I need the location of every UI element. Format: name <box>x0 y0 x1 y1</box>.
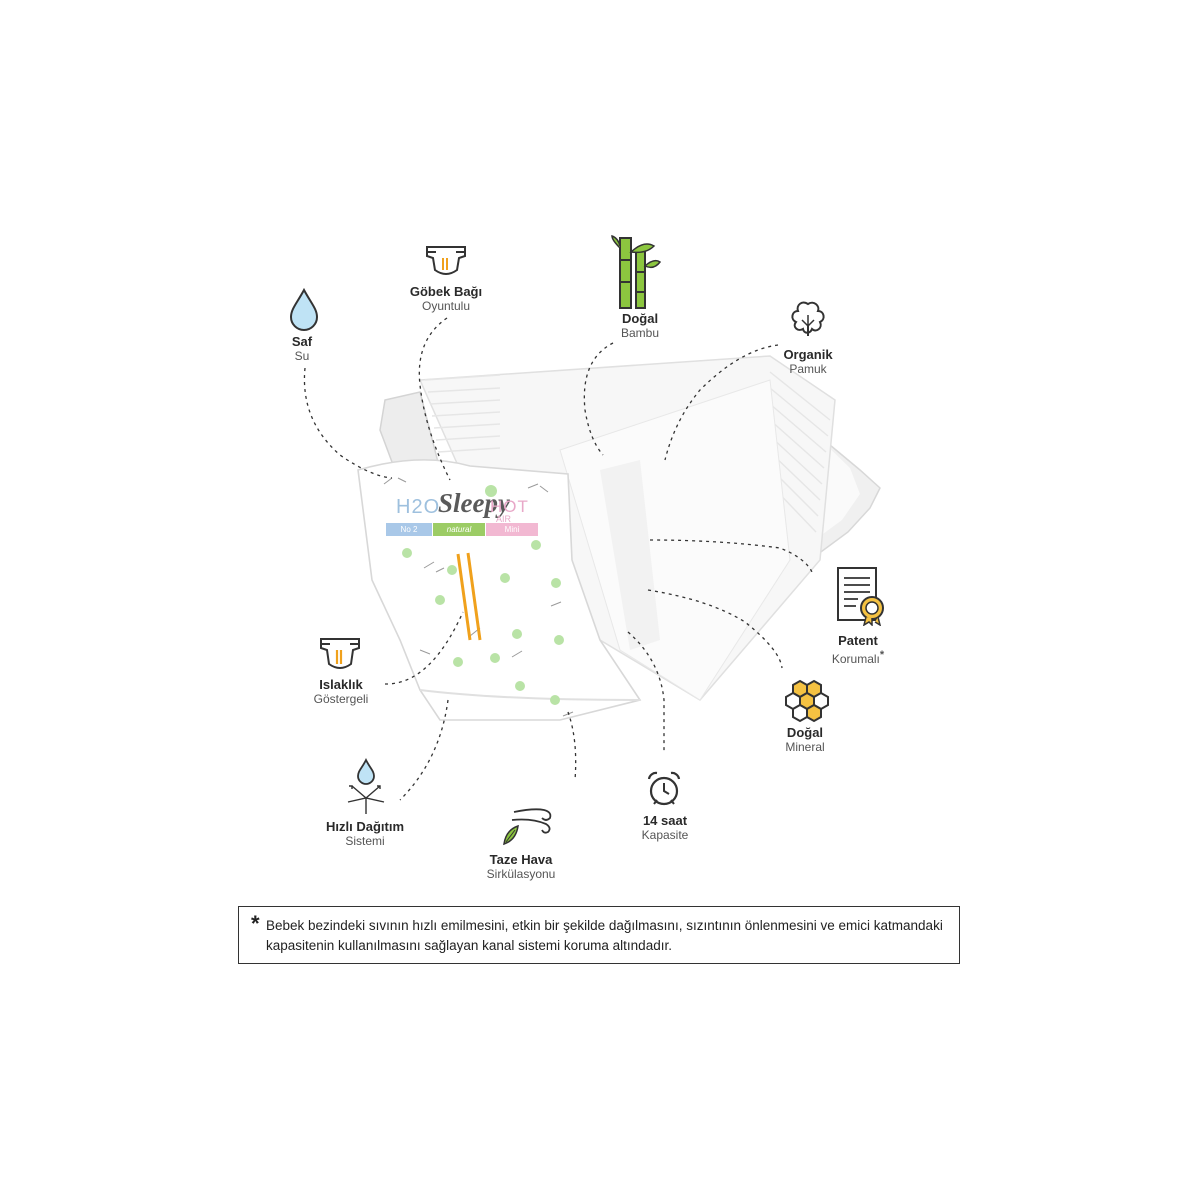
feature-dogal-bambu: Doğal Bambu <box>621 311 659 341</box>
footnote-marker: * <box>879 649 885 661</box>
feature-taze-hava: Taze Hava Sirkülasyonu <box>487 852 556 882</box>
feature-subtitle: Mineral <box>785 740 825 754</box>
product-logo-right: HOT <box>490 497 529 516</box>
footnote-star: * <box>251 911 260 936</box>
feature-subtitle: Göstergeli <box>313 692 369 706</box>
footnote-box: * Bebek bezindeki sıvının hızlı emilmesi… <box>238 906 960 964</box>
feature-subtitle: Korumalı <box>831 652 880 666</box>
alarm-clock-icon <box>647 771 681 806</box>
feature-title: Islaklık <box>319 677 363 692</box>
band-no2: No 2 <box>386 523 432 536</box>
diaper-icon <box>426 246 466 275</box>
band-natural: natural <box>433 523 485 536</box>
feature-gobek-bagi: Göbek Bağı Oyuntulu <box>410 284 482 314</box>
feature-subtitle: Pamuk <box>789 362 827 376</box>
feature-subtitle: Oyuntulu <box>421 299 471 313</box>
leaf-breeze-icon <box>503 808 552 846</box>
cotton-icon <box>791 301 825 336</box>
feature-title: 14 saat <box>642 813 688 828</box>
bamboo-icon <box>611 234 662 309</box>
diaper-indicator-icon <box>320 638 360 669</box>
feature-title: Saf <box>291 334 313 349</box>
drop-distribution-icon <box>347 758 385 814</box>
feature-hizli-dagitim: Hızlı Dağıtım Sistemi <box>326 819 404 849</box>
product-logo-left: H2O <box>396 496 441 518</box>
feature-title: Doğal <box>621 311 659 326</box>
product-brand: Sleepy <box>438 488 510 518</box>
certificate-icon <box>837 567 884 626</box>
feature-islaklik: Islaklık Göstergeli <box>314 677 369 707</box>
feature-subtitle: Kapasite <box>641 828 689 842</box>
feature-title: Taze Hava <box>489 852 553 867</box>
feature-subtitle: Su <box>294 349 310 363</box>
feature-title: Patent <box>838 633 878 648</box>
feature-title: Organik <box>783 347 833 362</box>
feature-organik-pamuk: Organik Pamuk <box>783 347 832 377</box>
water-drop-icon <box>289 287 319 331</box>
feature-title: Hızlı Dağıtım <box>325 819 405 834</box>
feature-patent-korumali: Patent Korumalı* <box>832 633 884 667</box>
feature-title: Doğal <box>786 725 824 740</box>
feature-subtitle: Sistemi <box>345 834 385 848</box>
footnote-text: Bebek bezindeki sıvının hızlı emilmesini… <box>266 918 943 953</box>
feature-title: Göbek Bağı <box>409 284 483 299</box>
feature-subtitle: Sirkülasyonu <box>486 867 556 881</box>
product-logo-right-small: AIR <box>496 514 512 524</box>
feature-dogal-mineral: Doğal Mineral <box>785 725 824 755</box>
honeycomb-icon <box>785 679 829 723</box>
band-mini: Mini <box>486 523 538 536</box>
feature-saf-su: Saf Su <box>292 334 312 364</box>
feature-14-saat: 14 saat Kapasite <box>642 813 689 843</box>
feature-subtitle: Bambu <box>620 326 660 340</box>
